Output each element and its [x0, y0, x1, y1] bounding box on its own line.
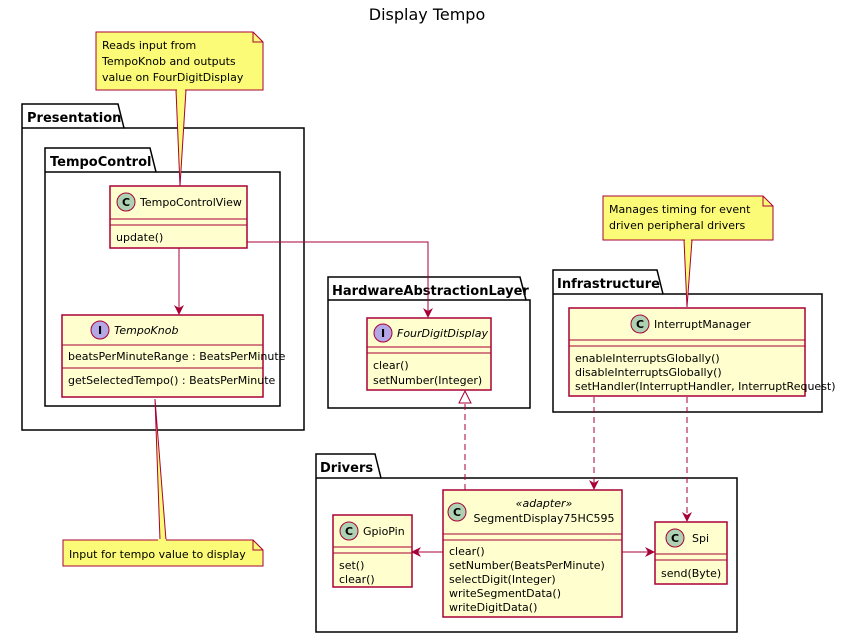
note-line: Manages timing for event: [609, 203, 751, 216]
class-tempo-control-view[interactable]: C TempoControlView update(): [109, 185, 248, 249]
class-name: GpioPin: [363, 525, 405, 538]
class-method: writeDigitData(): [449, 601, 537, 614]
class-segment-display[interactable]: C «adapter» SegmentDisplay75HC595 clear(…: [442, 489, 623, 618]
class-method: setHandler(InterruptHandler, InterruptRe…: [575, 380, 836, 393]
class-method: clear(): [339, 573, 375, 586]
class-spi[interactable]: C Spi send(Byte): [654, 521, 728, 585]
class-name: Spi: [692, 532, 709, 545]
note-line: value on FourDigitDisplay: [102, 71, 244, 84]
class-circle-icon: [630, 314, 650, 334]
interface-four-digit-display[interactable]: I FourDigitDisplay clear() setNumber(Int…: [366, 317, 492, 391]
class-method: send(Byte): [661, 567, 721, 580]
class-name: TempoKnob: [114, 324, 178, 337]
class-field: beatsPerMinuteRange : BeatsPerMinute: [68, 350, 286, 363]
class-circle-icon: [339, 521, 359, 541]
class-circle-icon: [447, 502, 467, 522]
class-method: clear(): [373, 359, 409, 372]
class-kind: C: [345, 525, 353, 538]
package-presentation-label: Presentation: [27, 111, 121, 126]
class-method: selectDigit(Integer): [449, 573, 556, 586]
class-stereotype: «adapter»: [516, 497, 573, 510]
class-method: getSelectedTempo() : BeatsPerMinute: [68, 374, 276, 387]
note-tempo-knob: Input for tempo value to display: [62, 398, 264, 567]
class-kind: C: [671, 532, 679, 545]
package-hal-label: HardwareAbstractionLayer: [332, 284, 529, 299]
class-interrupt-manager[interactable]: C InterruptManager enableInterruptsGloba…: [568, 307, 836, 397]
class-name: FourDigitDisplay: [397, 327, 488, 340]
class-kind: C: [122, 196, 130, 209]
class-gpio-pin[interactable]: C GpioPin set() clear(): [332, 514, 413, 588]
note-line: Reads input from: [102, 39, 196, 52]
arrow-view-to-display: [247, 241, 433, 318]
interface-tempo-knob[interactable]: I TempoKnob beatsPerMinuteRange : BeatsP…: [61, 314, 286, 398]
note-line: TempoKnob and outputs: [101, 55, 236, 68]
class-method: disableInterruptsGlobally(): [575, 366, 722, 379]
class-kind: I: [381, 327, 385, 340]
class-method: clear(): [449, 545, 485, 558]
note-tempo-control-view: Reads input from TempoKnob and outputs v…: [95, 31, 264, 187]
note-interrupt-manager: Manages timing for event driven peripher…: [602, 195, 774, 308]
class-kind: C: [636, 318, 644, 331]
class-kind: I: [98, 324, 102, 337]
diagram-title: Display Tempo: [369, 5, 486, 24]
class-method: setNumber(BeatsPerMinute): [449, 559, 605, 572]
class-method: set(): [339, 559, 364, 572]
package-tempo-control-label: TempoControl: [50, 155, 151, 170]
class-circle-icon: [116, 192, 136, 212]
class-name: SegmentDisplay75HC595: [474, 512, 615, 525]
note-line: Input for tempo value to display: [69, 548, 246, 561]
class-method: writeSegmentData(): [449, 587, 561, 600]
class-method: update(): [116, 231, 163, 244]
interface-circle-icon: [90, 320, 110, 340]
interface-circle-icon: [373, 323, 393, 343]
package-drivers-label: Drivers: [320, 461, 373, 476]
package-infrastructure-label: Infrastructure: [557, 277, 660, 292]
class-kind: C: [453, 506, 461, 519]
class-name: TempoControlView: [139, 196, 242, 209]
class-circle-icon: [665, 528, 685, 548]
note-line: driven peripheral drivers: [609, 219, 746, 232]
class-method: enableInterruptsGlobally(): [575, 352, 720, 365]
class-name: InterruptManager: [654, 318, 751, 331]
class-method: setNumber(Integer): [373, 374, 482, 387]
